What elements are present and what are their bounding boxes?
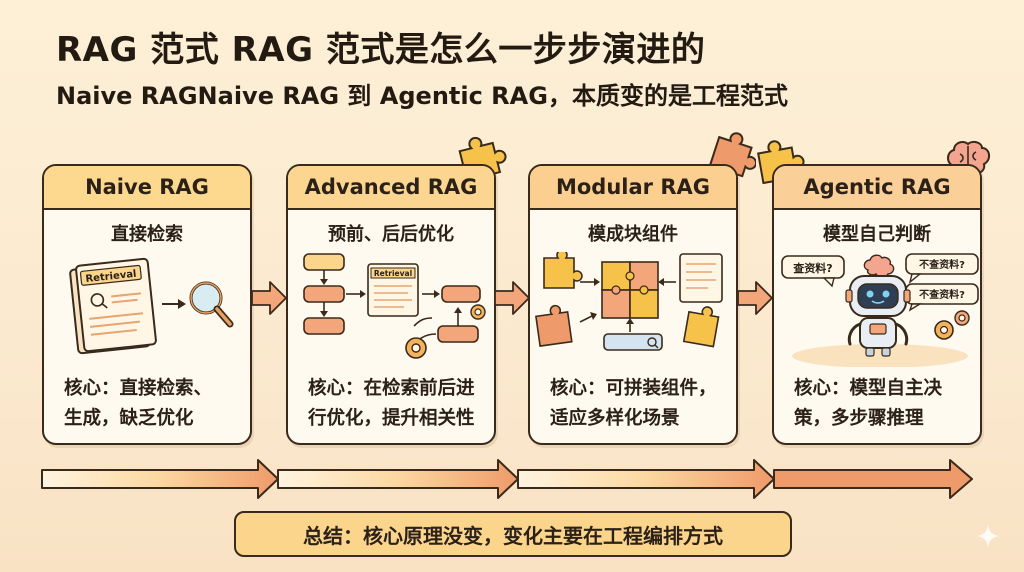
sparkle-icon — [976, 524, 1000, 548]
card-core-text: 核心：直接检索、 生成，缺乏优化 — [64, 378, 213, 429]
summary-banner: 总结：核心原理没变，变化主要在工程编排方式 — [234, 511, 792, 557]
magnifier-icon — [189, 281, 234, 328]
page-subtitle: Naive RAGNaive RAG 到 Agentic RAG，本质变的是工程… — [56, 82, 788, 110]
card-header: Modular RAG — [530, 166, 736, 210]
robot-illustration: 查资料? 不查资料? 不查资料? — [781, 253, 979, 367]
flowchart-illustration: Retrieval — [303, 253, 486, 359]
card-advanced-rag: Advanced RAG 预前、后后优化 Retrieval — [286, 164, 496, 445]
card-header: Agentic RAG — [774, 166, 980, 210]
card-subtitle: 直接检索 — [111, 224, 183, 245]
robot-icon — [845, 275, 911, 357]
speech-bubble-text: 不查资料? — [919, 258, 965, 271]
speech-bubble-text: 不查资料? — [919, 288, 965, 301]
page-title: RAG 范式 RAG 范式是怎么一步步演进的 — [56, 30, 706, 70]
right-arrow-icon — [251, 281, 287, 315]
card-subtitle: 模型自己判断 — [823, 224, 931, 245]
card-modular-rag: Modular RAG 模成块组件 核心：可拼装组件， 适应多样化场景 — [528, 164, 738, 445]
gear-icon — [954, 310, 970, 326]
document-illustration: Retrieval — [69, 257, 234, 355]
right-arrow-icon — [737, 281, 773, 315]
card-agentic-rag: Agentic RAG 模型自己判断 查资料? 不查资料? 不查资料? — [772, 164, 982, 445]
card-header: Naive RAG — [44, 166, 250, 210]
card-subtitle: 预前、后后优化 — [328, 224, 454, 245]
speech-bubble-text: 查资料? — [793, 261, 832, 275]
card-core-text: 核心：在检索前后进 行优化，提升相关性 — [308, 378, 475, 429]
card-naive-rag: Naive RAG 直接检索 Retrieval 核心：直接检索、 生成，缺乏优… — [42, 164, 252, 445]
brain-icon — [863, 254, 895, 278]
puzzle-illustration — [535, 252, 723, 351]
card-header: Advanced RAG — [288, 166, 494, 210]
card-subtitle: 模成块组件 — [588, 224, 678, 245]
gear-icon — [470, 304, 486, 320]
card-core-text: 核心：模型自主决 策，多步骤推理 — [794, 378, 943, 429]
retrieval-label: Retrieval — [374, 269, 412, 278]
gear-icon — [934, 320, 954, 340]
card-core-text: 核心：可拼装组件， 适应多样化场景 — [550, 378, 717, 429]
right-arrow-icon — [494, 281, 530, 315]
retrieval-label: Retrieval — [85, 269, 137, 285]
gear-icon — [405, 337, 427, 359]
progression-arrow — [41, 459, 973, 499]
